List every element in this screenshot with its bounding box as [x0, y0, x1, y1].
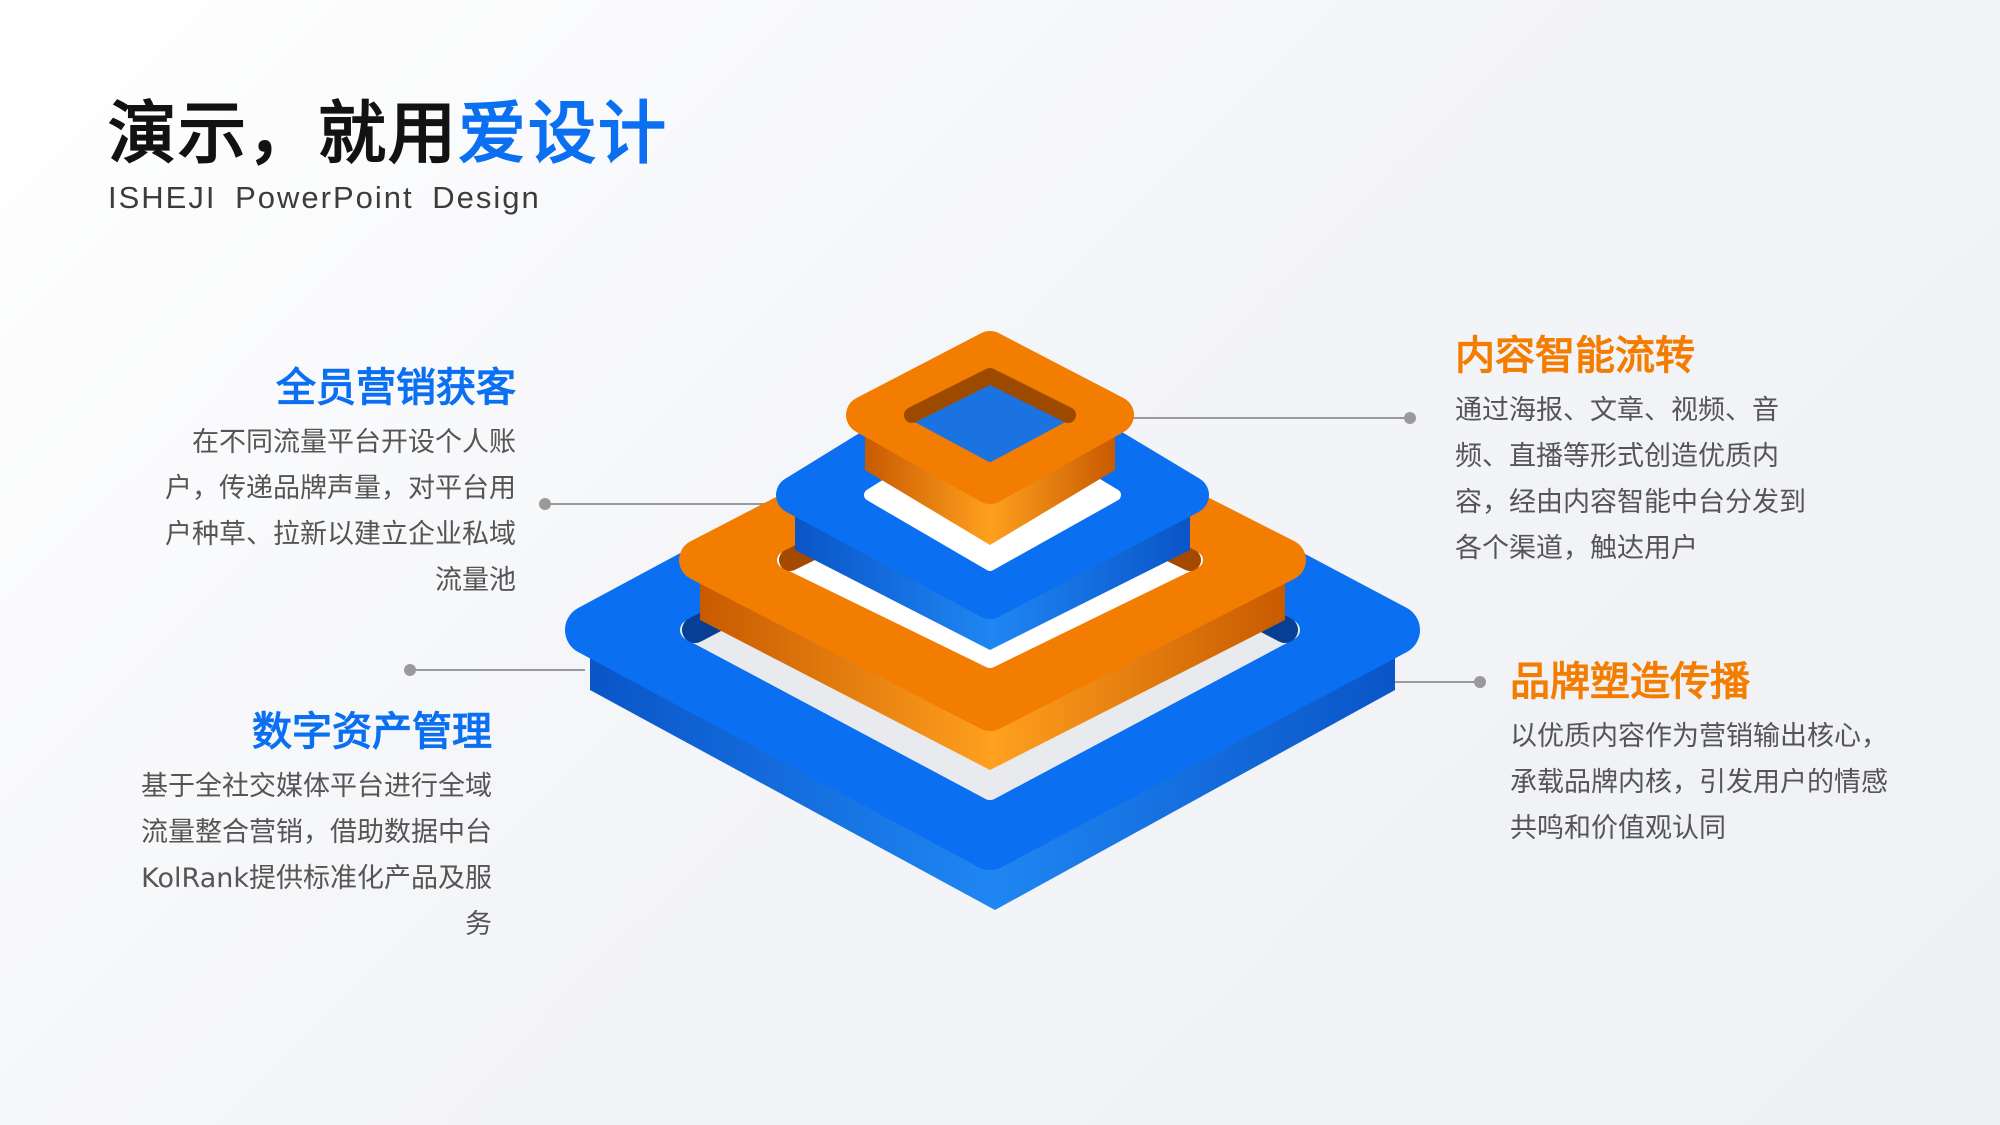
item-description: 在不同流量平台开设个人账户，传递品牌声量，对平台用户种草、拉新以建立企业私域流量…	[165, 427, 516, 596]
item-title: 品牌塑造传播	[1510, 659, 1750, 705]
item-title: 全员营销获客	[276, 365, 516, 411]
title-accent: 爱设计	[458, 95, 669, 174]
item-title: 内容智能流转	[1455, 333, 1695, 379]
connector-dot-1	[539, 498, 551, 510]
item-description: 以优质内容作为营销输出核心，承载品牌内核，引发用户的情感共鸣和价值观认同	[1510, 721, 1888, 844]
connector-dot-4	[1474, 676, 1486, 688]
connector-dot-3	[1404, 412, 1416, 424]
item-digital-asset-management: 数字资产管理 基于全社交媒体平台进行全域流量整合营销，借助数据中台KolRank…	[140, 706, 492, 948]
item-description: 基于全社交媒体平台进行全域流量整合营销，借助数据中台KolRank提供标准化产品…	[141, 771, 492, 940]
item-full-staff-marketing: 全员营销获客 在不同流量平台开设个人账户，传递品牌声量，对平台用户种草、拉新以建…	[160, 362, 516, 604]
ring-top-orange	[846, 331, 1134, 545]
item-title: 数字资产管理	[252, 709, 492, 755]
ring-top-orange-inner-wall	[904, 368, 1076, 423]
item-brand-building: 品牌塑造传播 以优质内容作为营销输出核心，承载品牌内核，引发用户的情感共鸣和价值…	[1510, 656, 1910, 852]
connector-dot-2	[404, 664, 416, 676]
page-subtitle: ISHEJI PowerPoint Design	[108, 180, 541, 215]
item-content-smart-flow: 内容智能流转 通过海报、文章、视频、音频、直播等形式创造优质内容，经由内容智能中…	[1455, 330, 1817, 572]
title-area: 演示，就用爱设计 ISHEJI PowerPoint Design	[108, 92, 668, 216]
page-title: 演示，就用爱设计	[108, 92, 668, 178]
title-main: 演示，就用	[108, 95, 459, 174]
item-description: 通过海报、文章、视频、音频、直播等形式创造优质内容，经由内容智能中台分发到各个渠…	[1455, 395, 1806, 564]
